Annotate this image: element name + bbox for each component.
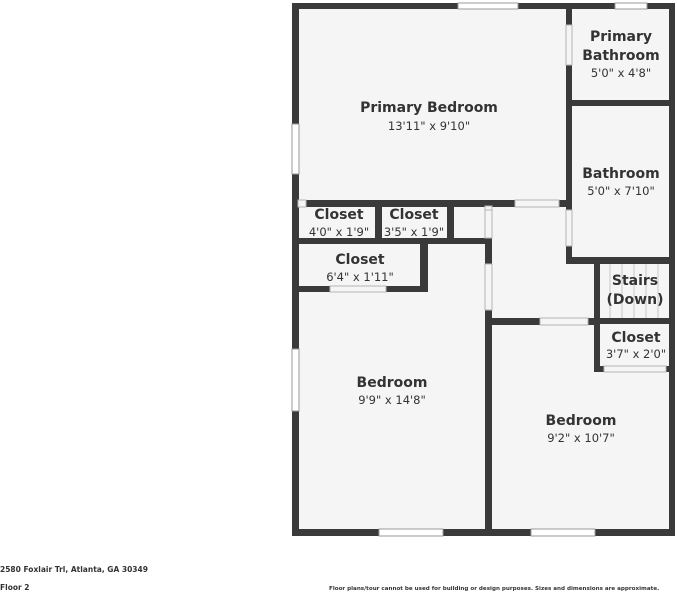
room-closet-c: Closet 6'4" x 1'11" bbox=[326, 252, 394, 284]
window bbox=[378, 528, 444, 537]
room-closet-b: Closet 3'5" x 1'9" bbox=[384, 207, 444, 239]
room-dimensions: 3'7" x 2'0" bbox=[606, 347, 666, 361]
room-dimensions: 9'2" x 10'7" bbox=[547, 431, 615, 445]
room-primary-bathroom: Primary Bathroom 5'0" x 4'8" bbox=[582, 29, 660, 80]
room-name: Bathroom bbox=[582, 166, 660, 182]
door-opening bbox=[329, 285, 387, 293]
room-dimensions: 4'0" x 1'9" bbox=[309, 225, 369, 239]
room-bedroom-right: Bedroom 9'2" x 10'7" bbox=[546, 413, 617, 445]
window bbox=[457, 2, 519, 10]
room-name: Bedroom bbox=[546, 413, 617, 429]
room-name: (Down) bbox=[607, 292, 664, 308]
room-dimensions: 13'11" x 9'10" bbox=[388, 119, 470, 133]
room-name: Primary bbox=[590, 29, 652, 45]
room-dimensions: 3'5" x 1'9" bbox=[384, 225, 444, 239]
door-opening bbox=[603, 365, 667, 373]
door-opening bbox=[484, 205, 493, 211]
room-stairs: Stairs (Down) bbox=[607, 273, 664, 308]
room-dimensions: 5'0" x 7'10" bbox=[587, 184, 655, 198]
room-name: Bathroom bbox=[582, 48, 660, 64]
room-closet-a: Closet 4'0" x 1'9" bbox=[309, 207, 369, 239]
window bbox=[291, 348, 300, 412]
windows bbox=[291, 2, 648, 537]
room-name: Closet bbox=[611, 330, 661, 346]
door-opening bbox=[484, 207, 493, 239]
room-dimensions: 5'0" x 4'8" bbox=[591, 66, 651, 80]
room-bathroom: Bathroom 5'0" x 7'10" bbox=[582, 166, 660, 198]
room-closet-d: Closet 3'7" x 2'0" bbox=[606, 330, 666, 361]
door-opening bbox=[565, 24, 573, 66]
door-opening bbox=[514, 199, 560, 208]
property-address: 2580 Foxlair Trl, Atlanta, GA 30349 bbox=[0, 565, 148, 574]
floor-label: Floor 2 bbox=[0, 583, 30, 592]
room-name: Closet bbox=[335, 252, 385, 268]
room-name: Stairs bbox=[612, 273, 658, 289]
window bbox=[614, 2, 648, 10]
room-dimensions: 6'4" x 1'11" bbox=[326, 270, 394, 284]
door-opening bbox=[565, 209, 573, 247]
room-name: Bedroom bbox=[357, 375, 428, 391]
room-bedroom-left: Bedroom 9'9" x 14'8" bbox=[357, 375, 428, 407]
door-opening bbox=[484, 263, 493, 311]
door-opening bbox=[539, 317, 589, 326]
room-primary-bedroom: Primary Bedroom 13'11" x 9'10" bbox=[360, 100, 498, 133]
window bbox=[291, 123, 300, 175]
room-name: Closet bbox=[314, 207, 364, 223]
room-name: Closet bbox=[389, 207, 439, 223]
door-opening bbox=[297, 199, 307, 208]
window bbox=[530, 528, 596, 537]
room-dimensions: 9'9" x 14'8" bbox=[358, 393, 426, 407]
disclaimer-text: Floor plans/tour cannot be used for buil… bbox=[329, 586, 660, 592]
stair-treads bbox=[609, 264, 659, 318]
floor-area bbox=[296, 8, 672, 535]
room-name: Primary Bedroom bbox=[360, 100, 498, 116]
door-openings bbox=[297, 24, 667, 373]
